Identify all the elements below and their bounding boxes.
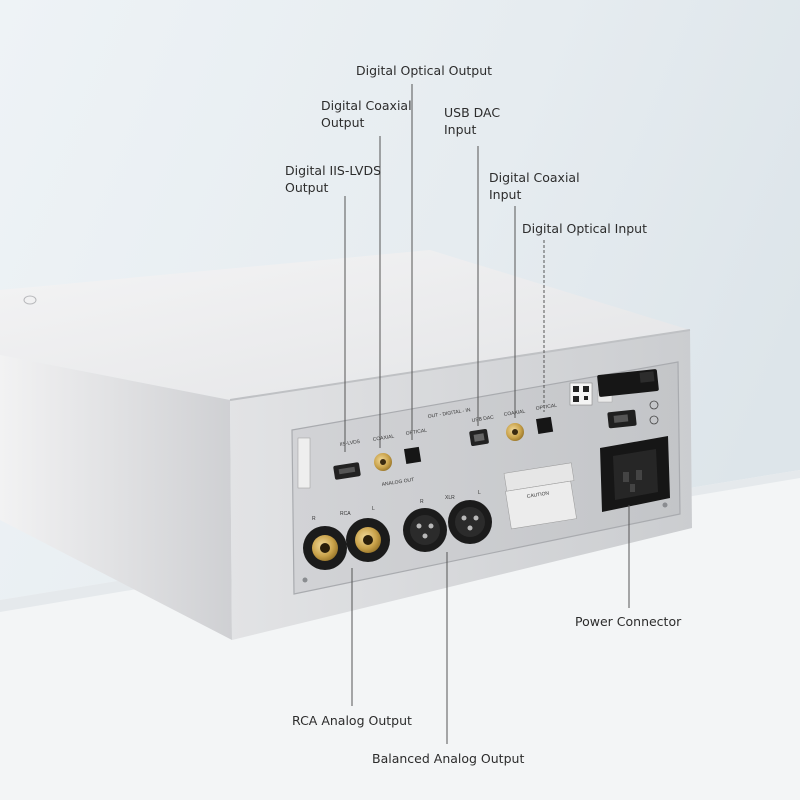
callout-digital-coaxial-output: Digital Coaxial Output: [321, 98, 412, 130]
label-coaxial-out: COAXIAL: [372, 434, 395, 443]
callout-digital-coaxial-input: Digital Coaxial Input: [489, 170, 580, 202]
callout-balanced-analog-output: Balanced Analog Output: [372, 751, 525, 766]
label-rca-l: L: [372, 506, 375, 512]
label-optical-out: OPTICAL: [405, 428, 427, 437]
device-side: [0, 355, 232, 640]
xlr-left-connector: [448, 500, 492, 544]
xlr-right-connector: [403, 508, 447, 552]
label-xlr: XLR: [445, 495, 455, 501]
rca-left-connector: [346, 518, 390, 562]
callout-digital-iis-lvds-output: Digital IIS-LVDS Output: [285, 163, 382, 195]
callout-usb-dac-input: USB DAC Input: [444, 105, 501, 137]
logo-mark-icon: [23, 295, 37, 305]
label-rca: RCA: [340, 511, 351, 517]
label-xlr-l: L: [478, 490, 481, 496]
rca-right-connector: [303, 526, 347, 570]
label-caution: CAUTION: [526, 490, 550, 500]
label-analog-out: ANALOG OUT: [381, 477, 414, 488]
label-optical-in: OPTICAL: [535, 403, 557, 412]
callout-digital-optical-output: Digital Optical Output: [356, 63, 493, 78]
side-sticker: [297, 437, 311, 489]
callout-lines: [344, 84, 630, 744]
caution-label: [505, 480, 577, 530]
label-xlr-r: R: [420, 499, 424, 505]
label-rca-r: R: [312, 516, 316, 522]
callout-power-connector: Power Connector: [575, 614, 682, 629]
label-iis-lvds: IIS-LVDS: [339, 439, 361, 448]
screw: [662, 502, 668, 508]
optical-output-port: [403, 446, 422, 464]
label-usb-dac: USB DAC: [471, 415, 494, 424]
optical-input-port: [535, 416, 554, 434]
screw: [302, 577, 308, 583]
callout-rca-analog-output: RCA Analog Output: [292, 713, 412, 728]
table-surface: [0, 470, 800, 800]
callout-digital-optical-input: Digital Optical Input: [522, 221, 648, 236]
